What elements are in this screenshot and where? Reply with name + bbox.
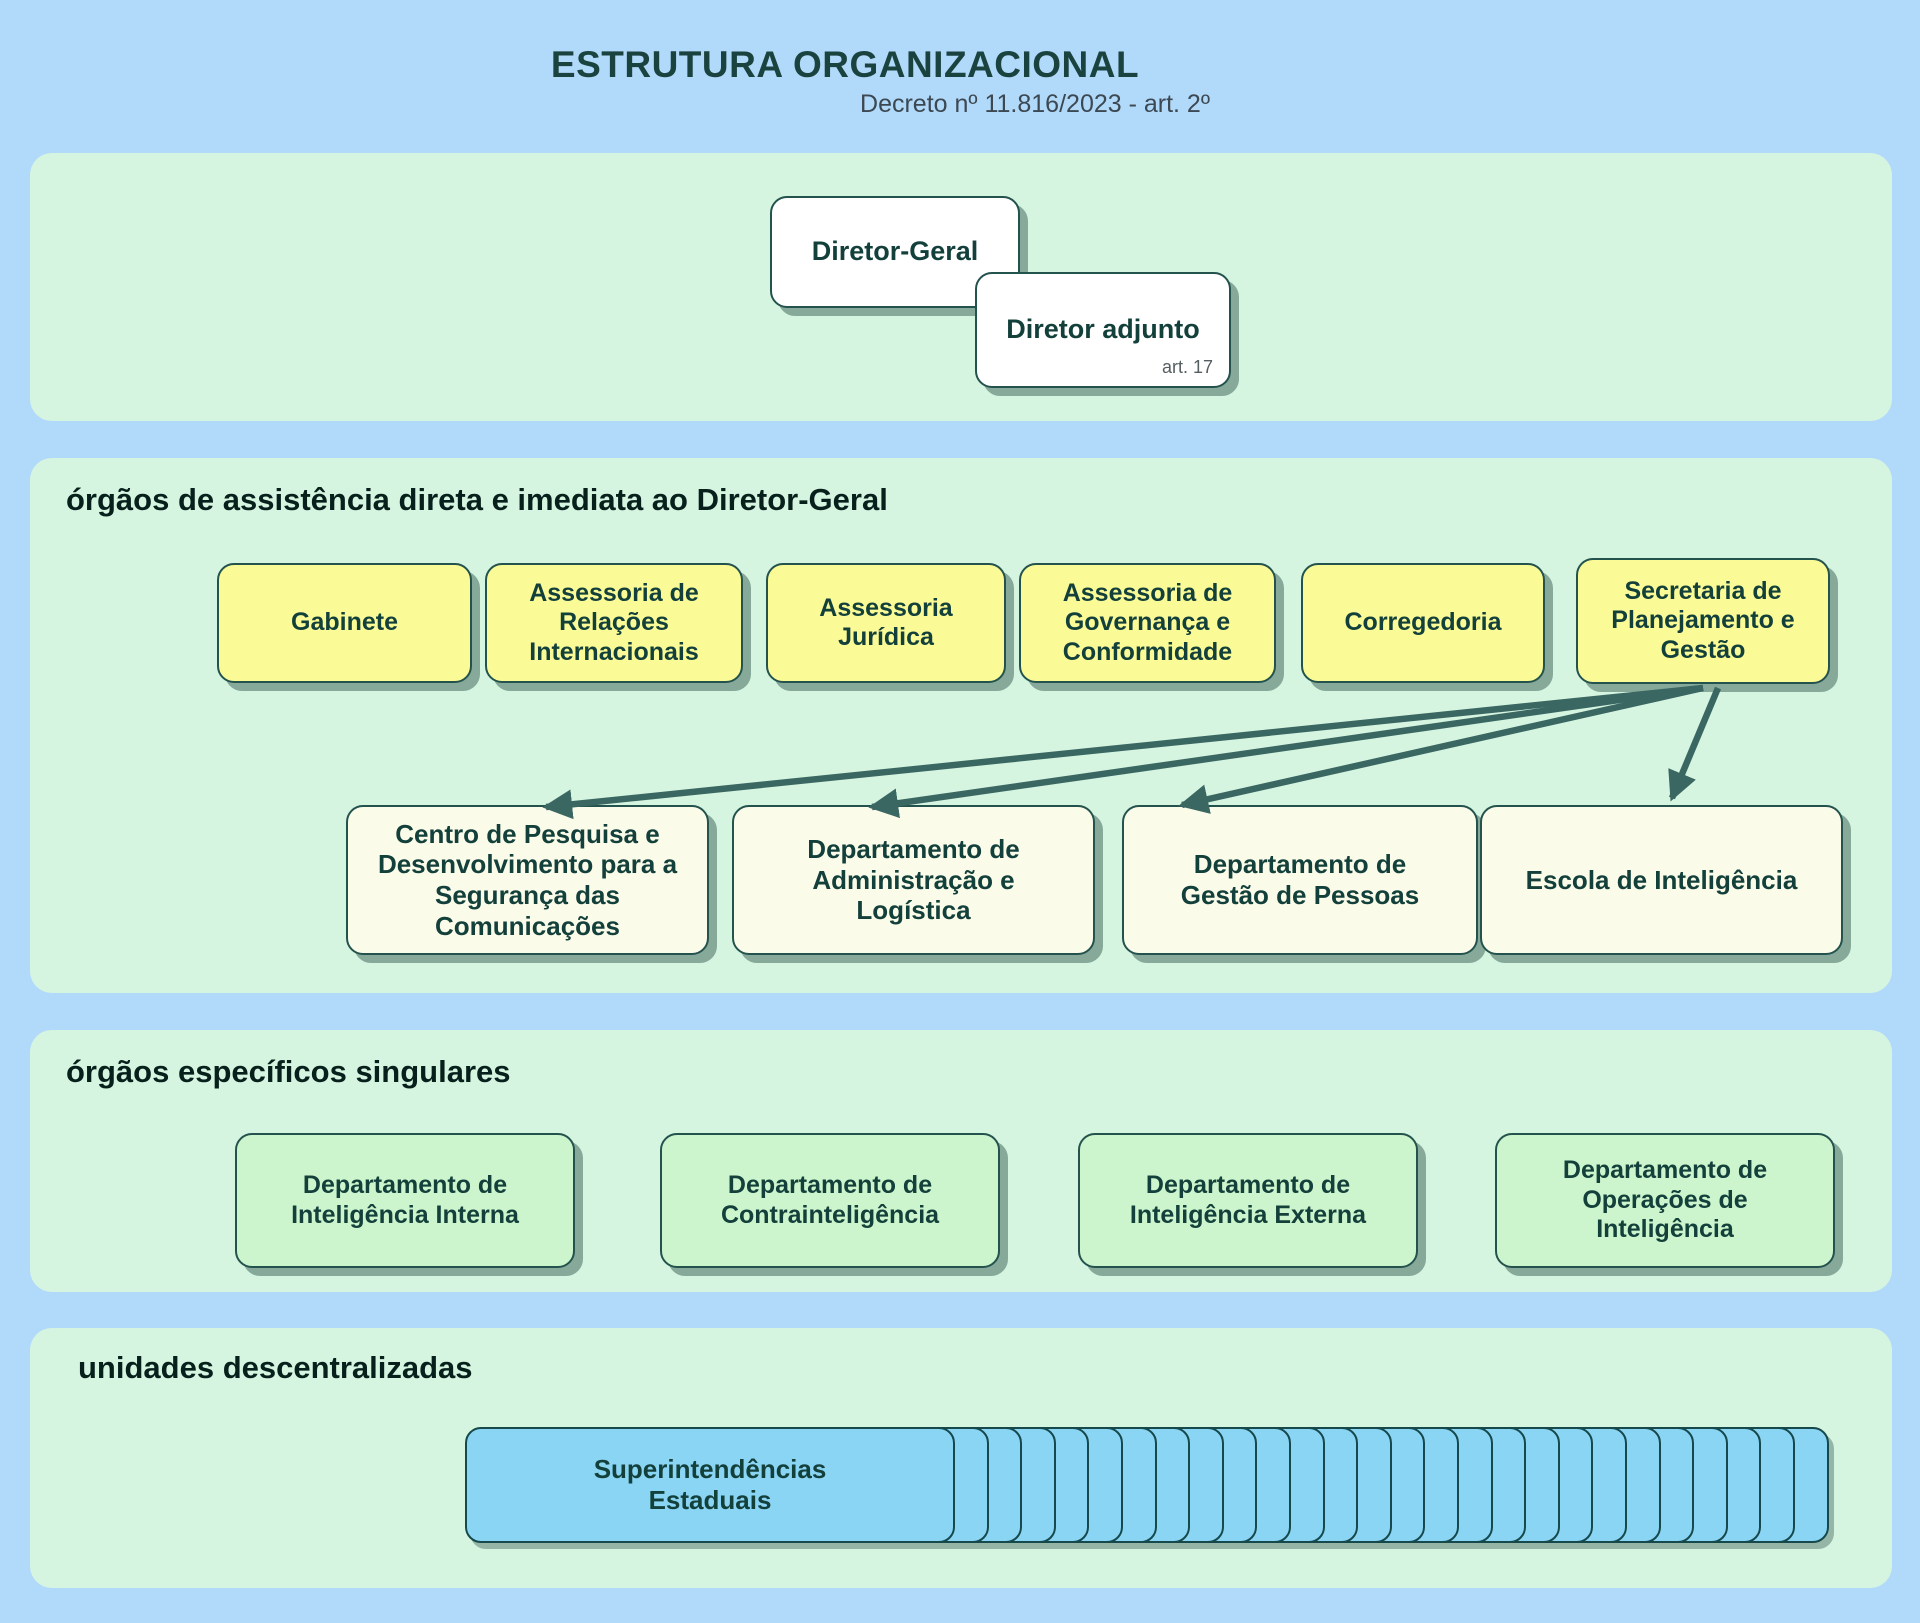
org-box-label: Departamento de Inteligência Externa [1129,1171,1367,1229]
section-heading-especificos: órgãos específicos singulares [66,1054,511,1089]
panel-especificos: órgãos específicos singulares Departamen… [30,1030,1892,1292]
arrow-to-departamento-administracao [868,684,1704,819]
org-box-label: Diretor-Geral [811,236,979,267]
section-heading-descentralizadas: unidades descentralizadas [78,1350,473,1385]
org-box-label: Departamento de Administração e Logístic… [807,833,1020,926]
org-box-gabinete: Gabinete [217,563,472,683]
org-box-label: Departamento de Gestão de Pessoas [1180,849,1420,910]
org-box-label: Departamento de Inteligência Interna [291,1171,519,1229]
section-heading-assistencia: órgãos de assistência direta e imediata … [66,482,888,517]
org-box-label: Secretaria de Planejamento e Gestão [1611,576,1795,664]
org-box-inteligencia-interna: Departamento de Inteligência Interna [235,1133,575,1268]
arrow-to-departamento-gestao-pessoas [1178,684,1704,814]
org-box-label: Departamento de Operações de Inteligênci… [1562,1156,1768,1244]
org-box-label: Superintendências Estaduais [593,1453,827,1515]
deputy-note: art. 17 [1161,356,1213,377]
org-box-corregedoria: Corregedoria [1301,563,1545,683]
org-box-label: Corregedoria [1344,608,1502,637]
org-box-diretor-adjunto: Diretor adjunto art. 17 [975,272,1231,388]
org-box-label: Gabinete [291,608,398,637]
org-box-assessoria-governanca: Assessoria de Governança e Conformidade [1019,563,1276,683]
page-title: ESTRUTURA ORGANIZACIONAL [550,44,1140,85]
org-box-assessoria-juridica: Assessoria Jurídica [766,563,1006,683]
page-subtitle: Decreto nº 11.816/2023 - art. 2º [860,90,1210,118]
org-box-assessoria-relacoes-internacionais: Assessoria de Relações Internacionais [485,563,743,683]
superintendencias-stack: Superintendências Estaduais [465,1427,1830,1543]
org-box-label: Departamento de Contrainteligência [720,1171,940,1229]
org-box-label: Diretor adjunto [1006,314,1200,345]
org-box-centro-pesquisa: Centro de Pesquisa e Desenvolvimento par… [346,805,709,955]
org-box-contrainteligencia: Departamento de Contrainteligência [660,1133,1000,1268]
org-box-label: Assessoria de Relações Internacionais [529,578,699,666]
org-box-superintendencias-estaduais: Superintendências Estaduais [465,1427,955,1543]
org-box-departamento-administracao: Departamento de Administração e Logístic… [732,805,1095,955]
org-box-label: Centro de Pesquisa e Desenvolvimento par… [377,818,678,941]
org-box-label: Escola de Inteligência [1525,864,1798,895]
panel-descentralizadas: unidades descentralizadas Superintendênc… [30,1328,1892,1588]
org-box-secretaria-planejamento: Secretaria de Planejamento e Gestão [1576,558,1830,684]
org-box-escola-inteligencia: Escola de Inteligência [1480,805,1843,955]
org-box-label: Assessoria de Governança e Conformidade [1062,578,1233,666]
arrow-to-escola-inteligencia [1668,686,1721,802]
panel-direction: Diretor-Geral Diretor adjunto art. 17 [30,153,1892,421]
org-box-inteligencia-externa: Departamento de Inteligência Externa [1078,1133,1418,1268]
org-box-label: Assessoria Jurídica [819,593,953,652]
org-box-departamento-gestao-pessoas: Departamento de Gestão de Pessoas [1122,805,1478,955]
panel-assistencia: órgãos de assistência direta e imediata … [30,458,1892,993]
org-box-diretor-geral: Diretor-Geral [770,196,1020,308]
arrow-to-centro-pesquisa [542,684,1704,820]
org-box-operacoes-inteligencia: Departamento de Operações de Inteligênci… [1495,1133,1835,1268]
